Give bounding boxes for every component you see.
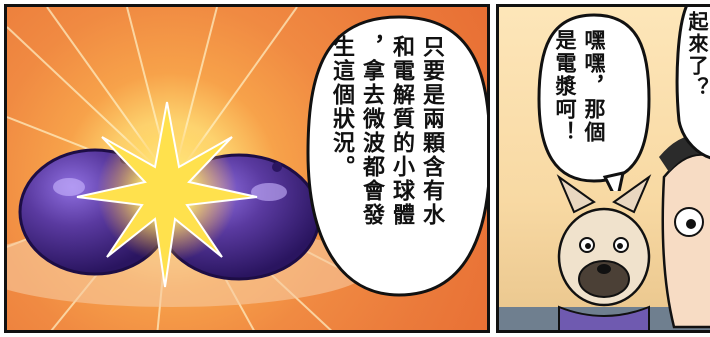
speech-text-main: 只要是兩顆含有水 和電解質的小球體 ，拿去微波都會發 生這個狀況。 <box>329 35 445 227</box>
speech-line-1: 只要是兩顆含有水 <box>419 35 445 227</box>
speech-bubble-main <box>306 15 487 297</box>
dog-character-icon <box>556 174 652 330</box>
boy-character-icon <box>659 134 710 329</box>
speech-text-edge: 起來了？ <box>685 11 709 99</box>
spark-burst-icon <box>76 101 258 288</box>
panel-dog: 嘿嘿，那個 是電漿呵！ 起來了？ <box>496 4 710 333</box>
speech-right-line-2: 是電漿呵！ <box>553 29 578 144</box>
speech-bubble-right <box>537 13 651 191</box>
panel-plasma: 只要是兩顆含有水 和電解質的小球體 ，拿去微波都會發 生這個狀況。 <box>4 4 490 333</box>
speech-right-line-1: 嘿嘿，那個 <box>582 29 607 144</box>
speech-line-3: ，拿去微波都會發 <box>359 35 385 227</box>
speech-line-4: 生這個狀況。 <box>329 35 355 179</box>
dog-scene-illustration <box>499 134 710 330</box>
plasma-illustration <box>7 7 372 330</box>
speech-bubble-edge <box>675 7 710 160</box>
speech-line-2: 和電解質的小球體 <box>389 35 415 227</box>
speech-text-right: 嘿嘿，那個 是電漿呵！ <box>553 29 607 144</box>
speech-edge-line-1: 起來了？ <box>685 11 709 99</box>
